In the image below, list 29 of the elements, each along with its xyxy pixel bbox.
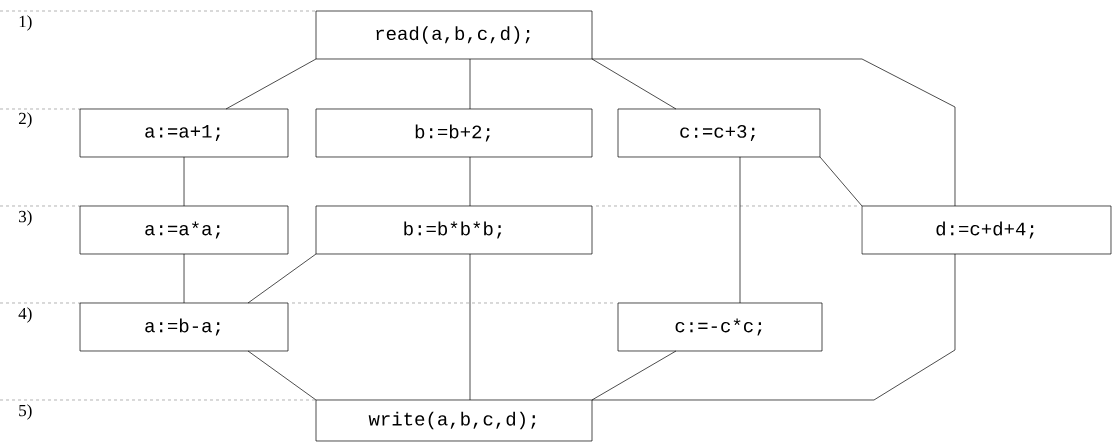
statement-box: b:=b*b*b; (315, 205, 593, 255)
statement-box: a:=a+1; (79, 108, 289, 158)
statement-box: d:=c+d+4; (861, 205, 1112, 255)
connector-line (183, 156, 185, 207)
statement-box: c:=c+3; (617, 108, 821, 158)
statement-box: b:=b+2; (315, 108, 593, 158)
row-number: 3) (19, 210, 32, 226)
connector-line (469, 156, 471, 207)
connector-line (225, 58, 317, 110)
statement-box: a:=a*a; (79, 205, 289, 255)
connector-line (591, 58, 956, 207)
connector-line (819, 156, 863, 207)
statement-box: write(a,b,c,d); (315, 399, 593, 442)
connector-line (469, 58, 471, 110)
connector-line (591, 253, 956, 401)
connector-line (591, 350, 677, 401)
statement-box: a:=b-a; (79, 302, 289, 352)
connector-line (591, 58, 677, 110)
connector-line (183, 253, 185, 304)
connector-line (739, 156, 741, 304)
statement-box: c:=-c*c; (617, 302, 823, 352)
row-number: 5) (19, 404, 32, 420)
connector-line (469, 253, 471, 401)
connector-line (247, 350, 317, 401)
row-number: 4) (18, 307, 32, 323)
connector-line (247, 253, 317, 304)
row-number: 2) (18, 112, 32, 128)
row-number: 1) (19, 15, 32, 31)
statement-box: read(a,b,c,d); (315, 10, 593, 60)
